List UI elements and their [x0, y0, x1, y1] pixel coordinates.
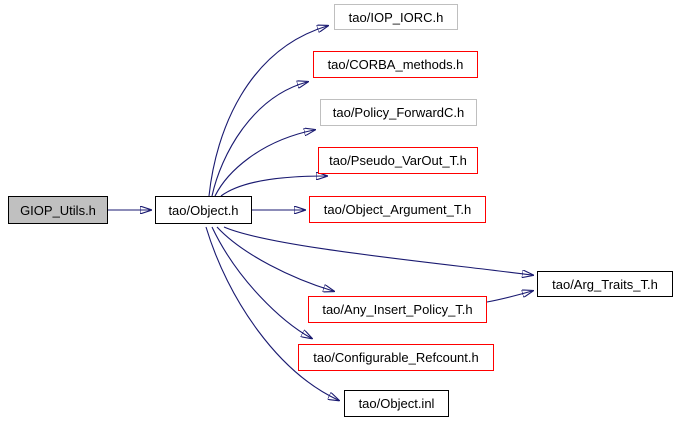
node-tao-corba-methods-h[interactable]: tao/CORBA_methods.h	[313, 51, 478, 78]
node-tao-iop-iorc-h: tao/IOP_IORC.h	[334, 4, 458, 30]
edge-object-to-policy-forwardc	[214, 130, 314, 197]
node-tao-object-inl[interactable]: tao/Object.inl	[344, 390, 449, 417]
edge-object-to-iop-iorc	[208, 26, 327, 197]
node-tao-arg-traits-t-h[interactable]: tao/Arg_Traits_T.h	[537, 271, 673, 297]
node-tao-configurable-refcount-h[interactable]: tao/Configurable_Refcount.h	[298, 344, 494, 371]
edge-object-to-configurable-refcount	[211, 226, 311, 338]
node-giop-utils-h: GIOP_Utils.h	[8, 196, 108, 224]
edge-object-to-arg-traits	[223, 226, 532, 275]
edge-object-to-object-inl	[205, 226, 338, 400]
edge-object-to-corba-methods	[211, 82, 307, 197]
edge-object-to-any-insert-policy	[216, 226, 333, 291]
node-tao-policy-forwardc-h: tao/Policy_ForwardC.h	[320, 99, 477, 126]
edge-any-insert-policy-to-arg-traits	[486, 291, 532, 303]
edge-object-to-pseudo-varout	[220, 176, 326, 197]
node-tao-object-h[interactable]: tao/Object.h	[155, 196, 252, 224]
node-tao-object-argument-t-h[interactable]: tao/Object_Argument_T.h	[309, 196, 486, 223]
node-tao-pseudo-varout-t-h[interactable]: tao/Pseudo_VarOut_T.h	[318, 147, 478, 174]
node-tao-any-insert-policy-t-h[interactable]: tao/Any_Insert_Policy_T.h	[308, 296, 487, 323]
